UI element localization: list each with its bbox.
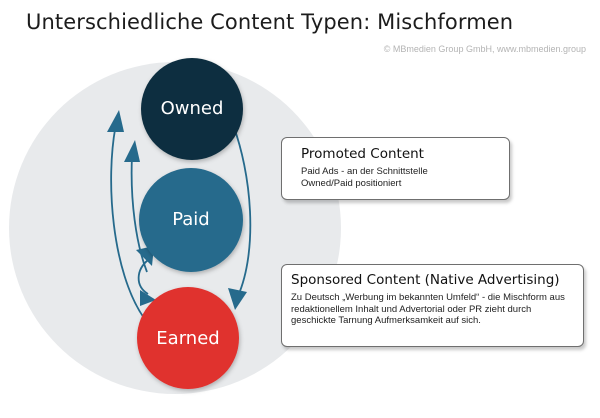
promoted-content-title: Promoted Content <box>301 146 424 162</box>
arrowhead-owned-2 <box>124 140 140 162</box>
arrowhead-owned-1 <box>107 110 124 132</box>
arrowhead-earned-2 <box>228 288 247 310</box>
arrowhead-earned-1 <box>140 290 156 306</box>
arrow-owned-to-earned <box>231 121 252 297</box>
node-paid <box>139 168 243 272</box>
arrow-paid-earned <box>137 259 149 295</box>
node-owned-label: Owned <box>160 98 224 119</box>
promoted-content-box: Promoted Content Paid Ads - an der Schni… <box>281 137 510 200</box>
arrow-paid-to-owned <box>130 155 148 273</box>
arrow-earned-to-owned <box>110 123 145 319</box>
node-paid-label: Paid <box>172 209 210 230</box>
sponsored-content-box: Sponsored Content (Native Advertising) Z… <box>281 264 584 347</box>
promoted-content-text: Paid Ads - an der Schnittstelle Owned/Pa… <box>301 166 428 189</box>
node-owned <box>141 58 243 160</box>
page-title: Unterschiedliche Content Typen: Mischfor… <box>26 10 514 34</box>
node-earned <box>137 287 239 389</box>
copyright-notice: © MBmedien Group GmbH, www.mbmedien.grou… <box>383 44 586 54</box>
node-earned-label: Earned <box>156 328 220 349</box>
sponsored-content-text: Zu Deutsch „Werbung im bekannten Umfeld“… <box>291 292 565 326</box>
sponsored-content-title: Sponsored Content (Native Advertising) <box>291 272 560 288</box>
